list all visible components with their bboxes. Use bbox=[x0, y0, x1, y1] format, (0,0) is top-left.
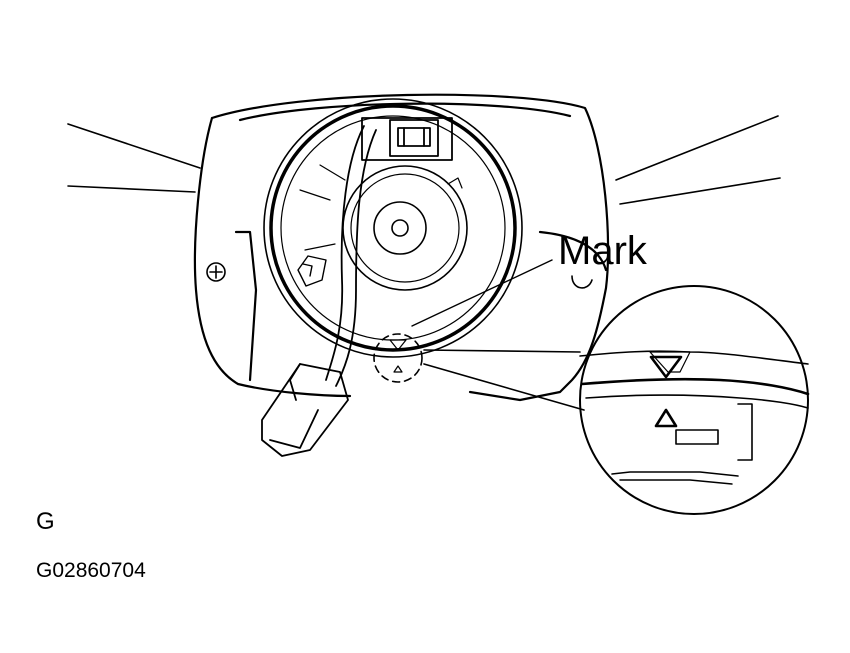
spiral-cable-body bbox=[263, 98, 523, 358]
steering-spokes bbox=[67, 115, 781, 205]
lower-connector bbox=[261, 363, 349, 457]
figure-letter: G bbox=[36, 508, 55, 535]
down-triangle-mark-icon bbox=[649, 355, 683, 379]
screw-left-icon bbox=[206, 262, 226, 282]
up-triangle-mark-icon bbox=[654, 408, 678, 428]
screw-right-icon bbox=[571, 275, 593, 289]
figure-code: G02860704 bbox=[36, 559, 146, 582]
mark-indicator-area bbox=[373, 333, 423, 383]
magnified-detail bbox=[579, 285, 810, 515]
top-connector bbox=[361, 117, 453, 161]
mark-leader-line bbox=[411, 259, 553, 327]
column-cover bbox=[193, 93, 610, 402]
mark-label: Mark bbox=[558, 229, 647, 273]
wire-harness bbox=[325, 125, 377, 387]
zoom-callout-lines bbox=[423, 349, 585, 411]
